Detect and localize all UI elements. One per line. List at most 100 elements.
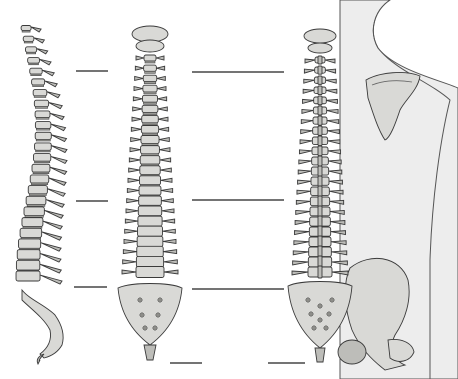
hip-bone	[338, 258, 414, 370]
spinous-process	[318, 66, 322, 74]
coccyx	[37, 354, 44, 364]
sacrum	[118, 284, 182, 346]
vertebra-body	[16, 260, 39, 270]
spinous-process	[43, 221, 62, 229]
transverse-process	[326, 79, 337, 83]
intervertebral-disc	[31, 74, 41, 76]
transverse-process	[130, 148, 141, 152]
spinous-process	[318, 156, 322, 166]
transverse-process	[163, 239, 176, 243]
transverse-process	[133, 107, 142, 111]
transverse-process	[331, 241, 346, 245]
spinous-process	[318, 76, 322, 84]
spinous-process	[40, 264, 61, 273]
spine-anterior-view	[118, 26, 182, 360]
transverse-process	[327, 109, 338, 113]
intervertebral-disc	[31, 183, 48, 185]
transverse-process	[129, 168, 140, 172]
transverse-process	[301, 120, 313, 124]
transverse-process	[327, 120, 339, 124]
sacral-foramen	[309, 312, 313, 316]
vertebra-body	[141, 136, 159, 144]
vertebra-body	[142, 115, 159, 122]
vertebra-body	[35, 122, 50, 129]
sacral-foramen	[138, 298, 142, 302]
vertebra-body	[139, 176, 160, 185]
transverse-process	[131, 138, 141, 142]
intervertebral-disc	[27, 205, 45, 207]
transverse-process	[331, 251, 346, 255]
sacral-foramen	[156, 313, 160, 317]
spinous-process	[34, 38, 45, 43]
transverse-process	[294, 231, 309, 235]
spinous-process	[42, 70, 54, 76]
vertebra-body	[20, 228, 42, 237]
vertebra-body	[30, 68, 42, 74]
sacral-foramen	[312, 326, 316, 330]
coccyx	[315, 348, 325, 362]
spinous-process	[318, 106, 322, 115]
spinous-process	[318, 266, 322, 278]
transverse-process	[329, 180, 342, 184]
transverse-process	[325, 59, 335, 63]
vertebra-body	[28, 58, 40, 64]
sacral-foramen	[306, 298, 310, 302]
transverse-process	[296, 210, 310, 214]
vertebra-body	[139, 186, 161, 195]
transverse-process	[330, 221, 345, 225]
vertebra-body	[143, 85, 157, 92]
transverse-process	[162, 219, 175, 223]
transverse-process	[329, 170, 342, 174]
transverse-process	[129, 158, 140, 162]
intervertebral-disc	[29, 63, 39, 65]
vertebra-body	[142, 95, 157, 102]
transverse-process	[122, 270, 136, 274]
spinous-process	[40, 253, 61, 262]
sacral-foramen	[140, 313, 144, 317]
intervertebral-disc	[144, 92, 156, 94]
spinous-process	[47, 92, 60, 98]
transverse-process	[158, 97, 167, 101]
intervertebral-disc	[34, 161, 49, 163]
vertebra-body	[140, 156, 160, 164]
transverse-process	[159, 127, 169, 131]
vertebra-body	[35, 143, 52, 150]
intervertebral-disc	[36, 139, 50, 141]
spinous-process	[46, 200, 64, 208]
transverse-process	[330, 200, 344, 204]
intervertebral-disc	[25, 216, 43, 218]
vertebra-body	[32, 79, 45, 85]
transverse-process	[123, 250, 136, 254]
spinous-process	[41, 243, 61, 251]
transverse-process	[325, 69, 335, 73]
spinous-process	[49, 102, 63, 108]
spinous-process	[318, 176, 322, 186]
vertebra-body	[35, 132, 51, 139]
transverse-process	[299, 150, 312, 154]
transverse-process	[133, 97, 142, 101]
vertebra-body	[35, 111, 50, 118]
vertebra-body	[141, 146, 160, 154]
intervertebral-disc	[29, 194, 46, 196]
vertebra-body	[144, 65, 157, 71]
intervertebral-disc	[36, 150, 51, 152]
vertebra-body	[18, 239, 40, 248]
transverse-process	[128, 178, 139, 182]
transverse-process	[132, 117, 142, 121]
transverse-process	[157, 87, 166, 91]
label-lines	[74, 71, 305, 363]
transverse-process	[294, 241, 309, 245]
spinous-process	[318, 206, 322, 217]
vertebra-body	[30, 175, 49, 183]
spinous-process	[44, 210, 63, 218]
spine-lateral-view	[16, 26, 67, 365]
transverse-process	[326, 99, 337, 103]
intervertebral-disc	[142, 143, 158, 145]
sacral-foramen	[324, 326, 328, 330]
sacral-foramen	[327, 312, 331, 316]
transverse-process	[301, 130, 313, 134]
spinous-process	[45, 81, 58, 87]
intervertebral-disc	[36, 118, 49, 120]
